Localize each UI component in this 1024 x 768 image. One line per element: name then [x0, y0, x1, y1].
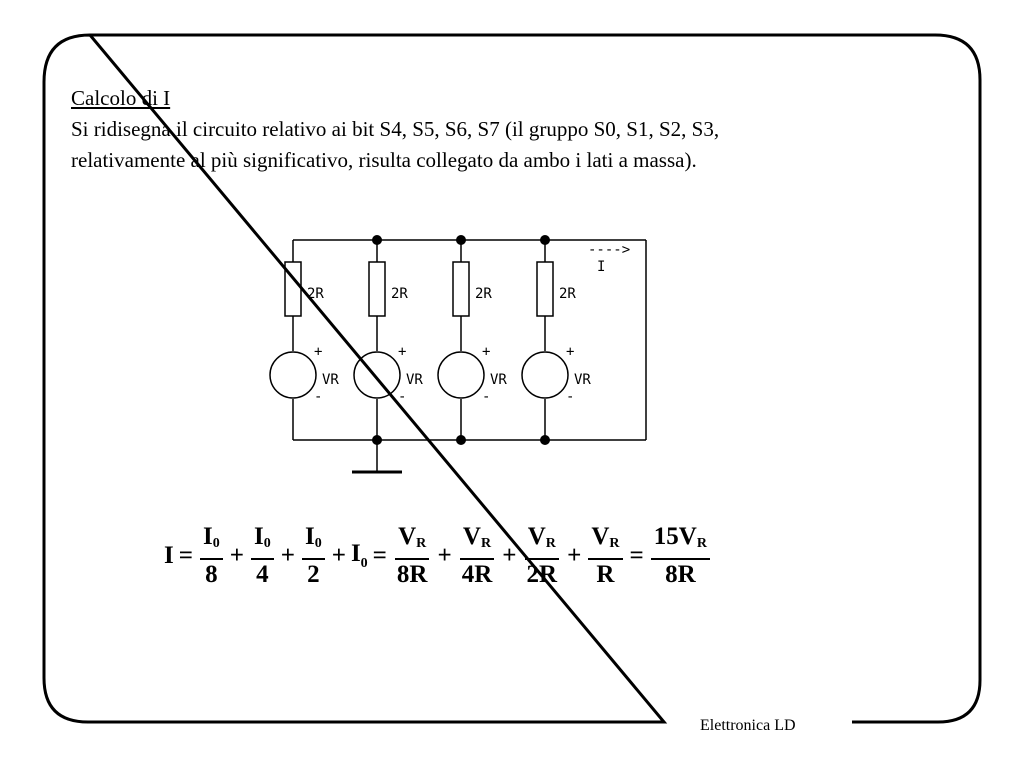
plus-marker: + — [398, 344, 406, 360]
plus-marker: + — [314, 344, 322, 360]
fraction-v1: VR 8R — [395, 523, 430, 588]
voltage-source — [353, 351, 401, 399]
minus-marker: - — [482, 389, 490, 405]
slide-body: Si ridisegna il circuito relativo ai bit… — [71, 114, 931, 176]
node-dot — [372, 435, 382, 445]
source-label: VR — [574, 372, 591, 388]
node-dot — [540, 235, 550, 245]
minus-marker: - — [314, 389, 322, 405]
plus-sign: + — [567, 541, 582, 569]
node-dot — [372, 235, 382, 245]
resistor — [284, 261, 302, 317]
fraction-v2: VR 4R — [459, 523, 495, 588]
node-dot — [456, 235, 466, 245]
equals-sign: = — [372, 541, 387, 569]
source-label: VR — [322, 372, 339, 388]
plus-sign: + — [437, 541, 452, 569]
frame-border — [42, 33, 982, 724]
plus-sign: + — [280, 541, 295, 569]
equals-sign: = — [178, 541, 193, 569]
source-label: VR — [490, 372, 507, 388]
plus-marker: + — [566, 344, 574, 360]
plus-sign: + — [331, 541, 346, 569]
resistor — [368, 261, 386, 317]
equals-sign: = — [629, 541, 644, 569]
resistor-label: 2R — [559, 286, 576, 302]
term-4: I0 — [350, 539, 368, 571]
resistor — [452, 261, 470, 317]
minus-marker: - — [566, 389, 574, 405]
body-line-2: relativamente al più significativo, risu… — [71, 148, 697, 172]
voltage-source — [437, 351, 485, 399]
fraction-result: 15VR 8R — [650, 522, 710, 589]
minus-marker: - — [398, 389, 406, 405]
current-formula: I = I0 8 + I0 4 + I0 2 + I0 = VR 8R + VR… — [164, 522, 712, 589]
plus-sign: + — [229, 541, 244, 569]
slide-title: Calcolo di I — [71, 86, 171, 110]
plus-sign: + — [502, 541, 517, 569]
node-dot — [540, 435, 550, 445]
body-line-1: Si ridisegna il circuito relativo ai bit… — [71, 117, 720, 141]
fraction-v4: VR R — [588, 522, 623, 589]
fraction-term-2: I0 4 — [250, 522, 274, 589]
voltage-source — [521, 351, 569, 399]
current-arrow: ----> — [588, 242, 630, 258]
resistor-label: 2R — [307, 286, 324, 302]
current-label: I — [597, 259, 605, 275]
footer-label: Elettronica LD — [700, 717, 796, 734]
fraction-term-3: I0 2 — [301, 522, 325, 589]
voltage-source — [269, 351, 317, 399]
plus-marker: + — [482, 344, 490, 360]
source-label: VR — [406, 372, 423, 388]
fraction-v3: VR 2R — [524, 523, 559, 588]
resistor-label: 2R — [391, 286, 408, 302]
resistor — [536, 261, 554, 317]
node-dot — [456, 435, 466, 445]
formula-lhs: I — [164, 541, 174, 569]
resistor-label: 2R — [475, 286, 492, 302]
fraction-term-1: I0 8 — [199, 522, 223, 589]
